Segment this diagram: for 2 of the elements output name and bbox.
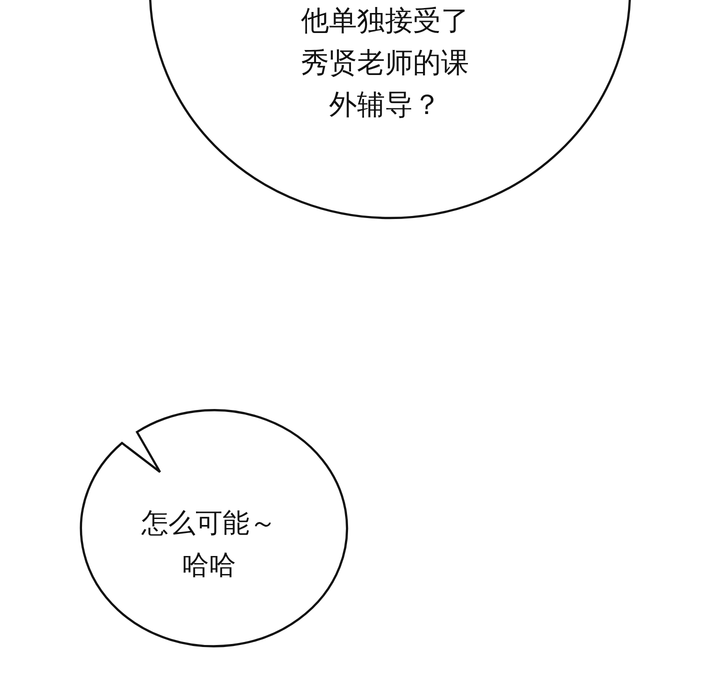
speech-text: 他单独接受了秀贤老师的课外辅导？ [300, 3, 470, 123]
speech-text: 怎么可能～哈哈 [140, 507, 278, 583]
